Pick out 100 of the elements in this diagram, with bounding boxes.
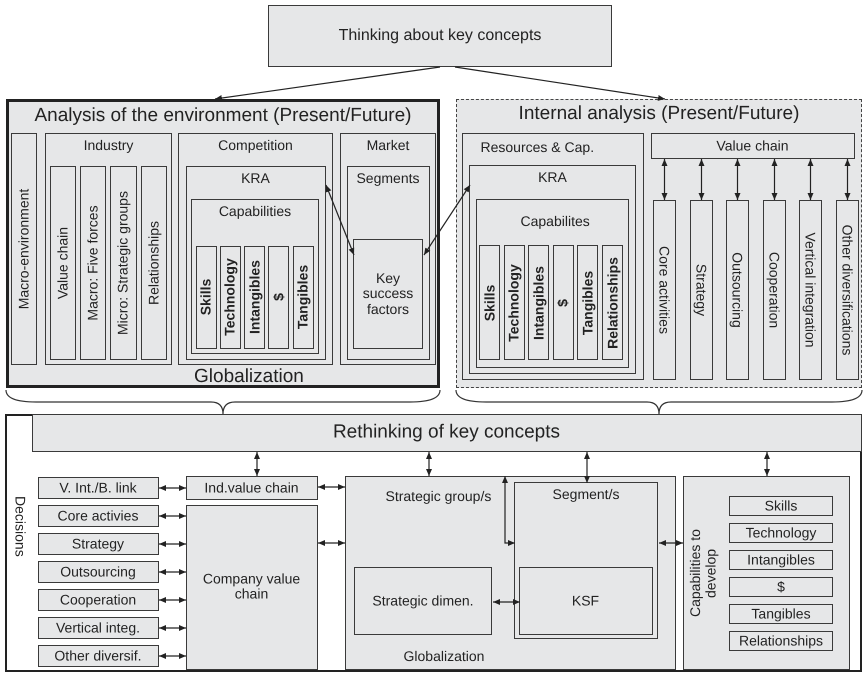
panel	[514, 482, 658, 639]
panel-heading: KRA	[537, 170, 568, 186]
concept-box	[268, 5, 612, 67]
concept-box	[836, 200, 858, 380]
panel	[456, 99, 862, 388]
concept-box	[652, 200, 676, 380]
concept-box	[244, 246, 266, 348]
box-label: Other diversifications	[839, 224, 855, 355]
box-label: Technology	[222, 258, 238, 336]
arrow	[325, 184, 355, 256]
panel	[191, 199, 319, 354]
arrow	[318, 540, 345, 546]
concept-box	[353, 239, 423, 349]
arrow	[254, 452, 260, 476]
title-bar	[32, 414, 862, 452]
box-label: Other diversif.	[53, 648, 143, 664]
arrow	[764, 452, 770, 476]
arrow	[493, 599, 520, 605]
concept-box	[186, 476, 318, 500]
box-label: Rethinking of key concepts	[332, 422, 562, 443]
arrow	[659, 540, 683, 546]
concept-box	[729, 604, 833, 624]
box-label: Key success factors	[362, 270, 414, 318]
arrow	[734, 159, 740, 200]
box-label: Macro-environment	[16, 188, 32, 310]
concept-box	[268, 246, 290, 348]
panel	[682, 476, 850, 670]
arrow	[772, 159, 778, 200]
panel	[346, 166, 430, 360]
box-label: Company value chain	[202, 572, 302, 602]
box-label: Outsourcing	[729, 252, 745, 328]
concept-box	[140, 166, 166, 360]
concept-box	[50, 166, 76, 360]
box-label: Relationships	[738, 633, 824, 649]
box-label: Outsourcing	[59, 564, 137, 580]
panel-heading: Resources & Cap.	[480, 140, 594, 155]
arrow	[159, 513, 186, 519]
box-label: Technology	[744, 525, 818, 541]
panel-heading: Analysis of the environment (Present/Future)	[33, 106, 412, 127]
box-label: Intangibles	[246, 260, 262, 334]
arrow	[808, 159, 814, 200]
concept-box	[528, 245, 550, 360]
concept-box	[577, 245, 598, 360]
concept-box	[729, 496, 833, 516]
panel-heading: Competition	[217, 138, 294, 154]
panel	[45, 133, 172, 365]
arrow	[424, 184, 470, 256]
box-label: $	[271, 293, 287, 301]
concept-box	[762, 200, 786, 380]
concept-box	[38, 560, 158, 582]
box-label: Technology	[506, 264, 522, 342]
concept-box	[354, 567, 492, 635]
box-label: Core activies	[56, 508, 140, 524]
concept-box	[729, 631, 833, 651]
panel-heading: Segment/s	[552, 487, 620, 502]
arrow	[159, 485, 186, 491]
arrow	[159, 597, 186, 603]
concept-box	[729, 523, 833, 543]
concept-box	[196, 246, 216, 348]
box-label: Vertical integration	[802, 232, 818, 348]
panel	[476, 198, 628, 368]
box-label: KSF	[570, 592, 600, 608]
arrow	[844, 159, 850, 200]
concept-box	[690, 200, 712, 380]
arrow	[426, 452, 432, 476]
box-label: Skills	[198, 278, 214, 316]
box-label: Tangibles	[296, 264, 311, 330]
concept-box	[798, 200, 822, 380]
box-label: Tangibles	[580, 270, 596, 335]
concept-box	[38, 532, 158, 554]
box-label: Intangibles	[531, 266, 546, 340]
box-label: Globalization	[194, 367, 304, 388]
concept-box	[552, 245, 574, 360]
concept-box	[504, 245, 525, 360]
panel-heading: Segments	[355, 170, 421, 186]
box-label: Relationships	[604, 256, 620, 348]
panel-heading: Strategic group/s	[386, 488, 492, 504]
concept-box	[110, 166, 136, 360]
arrow	[584, 452, 590, 483]
panel	[469, 165, 636, 374]
panel-heading: Capabilities	[218, 204, 292, 220]
box-label: Thinking about key concepts	[338, 27, 542, 45]
arrow	[698, 159, 704, 200]
box-label: Strategy	[693, 263, 709, 316]
concept-box	[292, 246, 314, 348]
arrow	[159, 653, 186, 659]
panel	[186, 166, 326, 360]
concept-box	[479, 245, 500, 360]
concept-box	[220, 246, 241, 348]
arrow	[159, 569, 186, 575]
panel	[6, 99, 440, 388]
box-label: Globalization	[404, 648, 484, 664]
panel	[5, 414, 862, 672]
panel-heading: Market	[366, 138, 410, 154]
arrow	[454, 66, 666, 102]
box-label: Vertical integ.	[54, 620, 142, 636]
panel-heading: Industry	[82, 138, 134, 154]
box-label: Micro: Strategic groups	[115, 190, 131, 334]
concept-box	[729, 550, 833, 570]
box-label: V. Int./B. link	[58, 480, 138, 496]
